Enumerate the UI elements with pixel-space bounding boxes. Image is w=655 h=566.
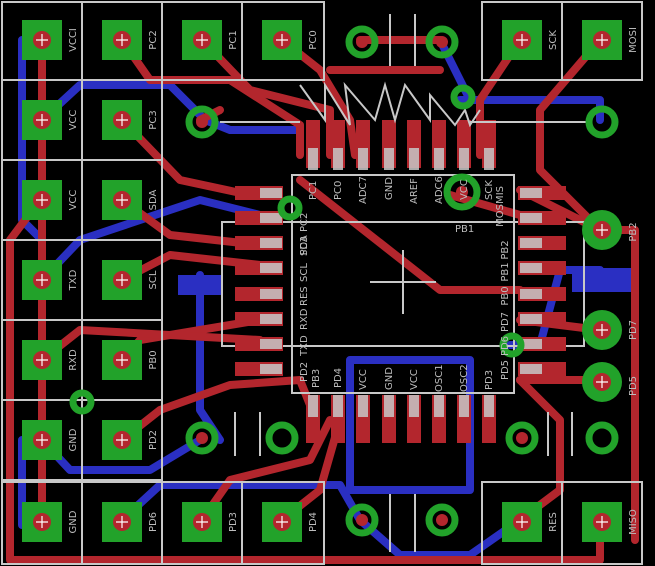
chip-pin-label: VCC	[358, 369, 369, 390]
chip-pin-label: PC1	[308, 181, 319, 200]
header-label: PD5	[628, 376, 639, 396]
chip-pin-label: PD2	[299, 362, 310, 382]
header-label: PD7	[628, 320, 639, 340]
drill-holes	[33, 31, 611, 531]
header-pads	[22, 20, 622, 542]
header-label: PC3	[148, 110, 159, 129]
header-label: VCC	[68, 190, 79, 211]
chip-pin-label: PD6	[500, 336, 511, 356]
header-label: PD6	[148, 512, 159, 532]
chip-pin-label: PB1	[500, 262, 511, 281]
bottom-copper-pad	[572, 268, 632, 292]
header-label: MISO	[628, 509, 639, 535]
header-label: SDA	[148, 189, 159, 210]
header-label: VCC	[68, 110, 79, 131]
header-label: GND	[68, 510, 79, 533]
chip-pin-label: OSC2	[459, 364, 470, 392]
header-labels: VCCI PC2 PC1 PC0 VCC PC3 VCC SDA TXD SCL…	[68, 27, 639, 535]
header-label: RES	[548, 512, 559, 532]
header-label: PC1	[228, 30, 239, 49]
header-label: RXD	[68, 349, 79, 371]
header-label: PC0	[308, 30, 319, 49]
chip-pin-label: TXD	[299, 335, 310, 357]
chip-pin-label: MIS	[495, 186, 506, 204]
chip-pin-labels: PC1 PC0 ADC7 GND AREF ADC6 VCC SCK PB1 P…	[299, 176, 511, 392]
chip-pin-label: PB2	[500, 240, 511, 259]
chip-pin-label: SCL	[299, 263, 310, 282]
header-label: PC2	[148, 30, 159, 49]
chip-pin-label: PB0	[500, 286, 511, 305]
silkscreen-zigzag	[220, 14, 590, 552]
chip-pin-label: ADC7	[358, 176, 369, 204]
header-label: SCL	[148, 270, 159, 289]
chip-pin-label: SDA	[299, 235, 310, 256]
header-label: PD2	[148, 430, 159, 450]
chip-pin-label: MOS	[495, 204, 506, 227]
chip-pin-label: VCC	[459, 179, 470, 200]
chip-pin-label: GND	[384, 367, 395, 390]
chip-pin-label: ADC6	[434, 176, 445, 204]
chip-pin-label: SCK	[484, 180, 495, 200]
header-label: PD3	[228, 512, 239, 532]
header-label: TXD	[68, 269, 79, 291]
header-label: PB2	[628, 222, 639, 241]
header-label: PD4	[308, 512, 319, 532]
header-label: PB0	[148, 350, 159, 369]
chip-pin-label: PC2	[299, 213, 310, 232]
chip-pin-label: PC3	[299, 236, 310, 255]
header-label: MOSI	[628, 27, 639, 53]
chip-pin-label: PD5	[500, 360, 511, 380]
header-label: SCK	[548, 30, 559, 50]
chip-pin-label: GND	[384, 177, 395, 200]
chip-pin-label: PD7	[500, 312, 511, 332]
via-rings	[69, 25, 619, 537]
header-label: VCCI	[68, 28, 79, 52]
chip-pin-label: PB3	[311, 369, 322, 388]
chip-pin-label: PD4	[333, 368, 344, 388]
chip-pin-label: RES	[299, 286, 310, 306]
chip-outline	[221, 174, 585, 394]
chip-pin-label: PB1	[455, 224, 474, 235]
chip-pin-label: OSC1	[434, 364, 445, 392]
chip-pin-label: AREF	[409, 178, 420, 204]
chip-pin-label: PD3	[484, 370, 495, 390]
chip-pin-silk	[260, 148, 542, 417]
chip-pin-label: VCC	[409, 369, 420, 390]
chip-pin-label: RXD	[299, 308, 310, 330]
bottom-copper-pad	[178, 275, 222, 295]
chip-pin-label: PC0	[333, 181, 344, 200]
header-label: GND	[68, 428, 79, 451]
